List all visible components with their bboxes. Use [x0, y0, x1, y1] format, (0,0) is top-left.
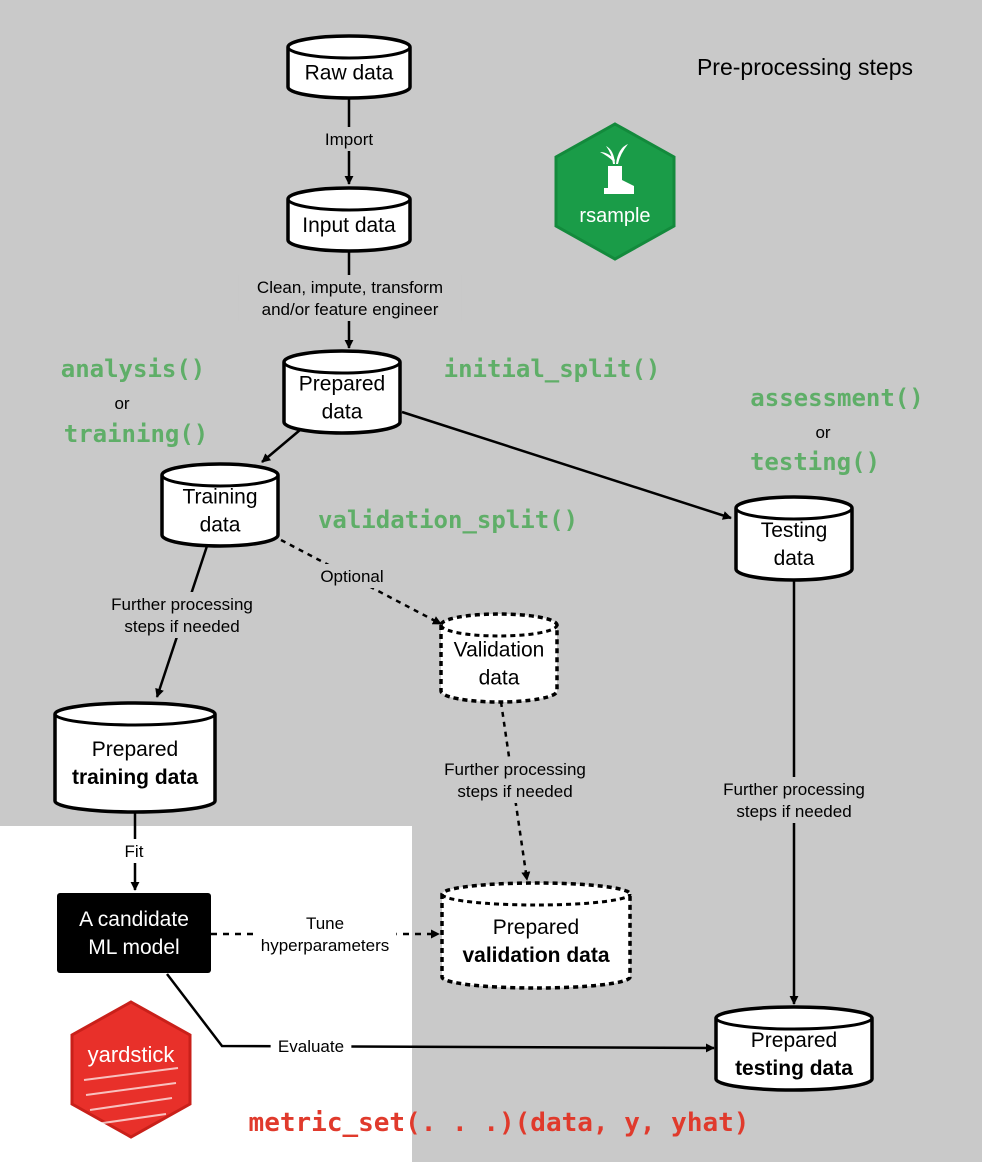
fn-validation-split: validation_split()	[318, 506, 578, 534]
function-labels: analysis() or training() initial_split()…	[61, 355, 924, 1138]
node-candidate-model-label: A candidate	[79, 908, 189, 931]
label-evaluate: Evaluate	[270, 1034, 352, 1058]
node-validation-data: Validation data	[439, 612, 559, 704]
svg-text:yardstick: yardstick	[88, 1042, 176, 1067]
node-prepared-training-data-label: training data	[72, 766, 198, 789]
node-prepared-training-data-label: Prepared	[92, 738, 178, 761]
fn-initial-split: initial_split()	[444, 355, 661, 383]
node-training-data: Training data	[160, 462, 280, 548]
node-testing-data-label: Testing	[761, 519, 828, 542]
fn-assessment: assessment()	[750, 384, 923, 412]
node-prepared-validation-data: Prepared validation data	[440, 881, 632, 990]
label-further-processing-training: Further processing steps if needed	[97, 592, 267, 638]
node-prepared-testing-data-label: Prepared	[751, 1029, 837, 1052]
node-prepared-data: Prepared data	[282, 349, 402, 435]
node-training-data-label: Training	[182, 486, 257, 509]
fn-analysis: analysis()	[61, 355, 206, 383]
label-further-processing-testing-text: Further processing	[723, 780, 865, 799]
node-raw-data-label: Raw data	[305, 62, 394, 85]
node-prepared-data-label: data	[322, 401, 363, 424]
label-import-text: Import	[325, 130, 373, 149]
node-raw-data: Raw data	[286, 34, 412, 100]
svg-text:rsample: rsample	[579, 205, 650, 227]
label-fit-text: Fit	[125, 842, 144, 861]
label-tune-hyperparameters-text: Tune	[306, 914, 344, 933]
label-clean-text: Clean, impute, transform	[257, 278, 443, 297]
label-clean: Clean, impute, transform and/or feature e…	[238, 275, 462, 321]
fn-training: training()	[64, 420, 209, 448]
node-training-data-label: data	[200, 514, 241, 537]
node-input-data: Input data	[286, 186, 412, 253]
label-further-processing-testing: Further processing steps if needed	[709, 777, 879, 823]
node-prepared-validation-data-label: Prepared	[493, 916, 579, 939]
fn-or-left: or	[114, 394, 129, 413]
label-evaluate-text: Evaluate	[278, 1037, 344, 1056]
label-tune-hyperparameters: Tune hyperparameters	[253, 911, 397, 957]
node-prepared-testing-data-label: testing data	[735, 1057, 853, 1080]
node-validation-data-label: data	[479, 667, 520, 690]
label-further-processing-testing-text: steps if needed	[736, 802, 851, 821]
label-import: Import	[317, 127, 381, 151]
label-further-processing-training-text: Further processing	[111, 595, 253, 614]
label-clean-text: and/or feature engineer	[262, 300, 439, 319]
fn-metric-set: metric_set(. . .)(data, y, yhat)	[249, 1108, 750, 1138]
football-field-icon	[83, 1067, 179, 1125]
fn-testing: testing()	[750, 448, 880, 476]
edge-prepared-testing	[401, 410, 732, 520]
node-input-data-label: Input data	[302, 214, 396, 237]
node-testing-data: Testing data	[734, 495, 854, 582]
label-tune-hyperparameters-text: hyperparameters	[261, 936, 390, 955]
node-prepared-validation-data-label: validation data	[462, 944, 609, 967]
node-testing-data-label: data	[774, 547, 815, 570]
label-optional-text: Optional	[320, 567, 383, 586]
label-further-processing-validation: Further processing steps if needed	[430, 757, 600, 803]
section-title: Pre-processing steps	[697, 54, 913, 80]
node-prepared-data-label: Prepared	[299, 373, 385, 396]
label-further-processing-validation-text: Further processing	[444, 760, 586, 779]
edge-prepared-training	[261, 429, 301, 463]
label-further-processing-validation-text: steps if needed	[457, 782, 572, 801]
edge-model-testing	[166, 973, 715, 1053]
node-candidate-model-label: ML model	[88, 936, 179, 959]
node-prepared-testing-data: Prepared testing data	[714, 1005, 874, 1092]
node-validation-data-label: Validation	[454, 639, 545, 662]
label-further-processing-training-text: steps if needed	[124, 617, 239, 636]
yardstick-logo: yardstick	[70, 1000, 192, 1139]
node-candidate-model: A candidate ML model	[57, 893, 211, 973]
node-prepared-training-data: Prepared training data	[53, 701, 217, 814]
boot-sprout-icon	[600, 144, 634, 194]
label-optional: Optional	[311, 564, 393, 588]
label-fit: Fit	[115, 839, 153, 863]
rsample-logo: rsample	[554, 122, 676, 261]
fn-or-right: or	[815, 423, 830, 442]
